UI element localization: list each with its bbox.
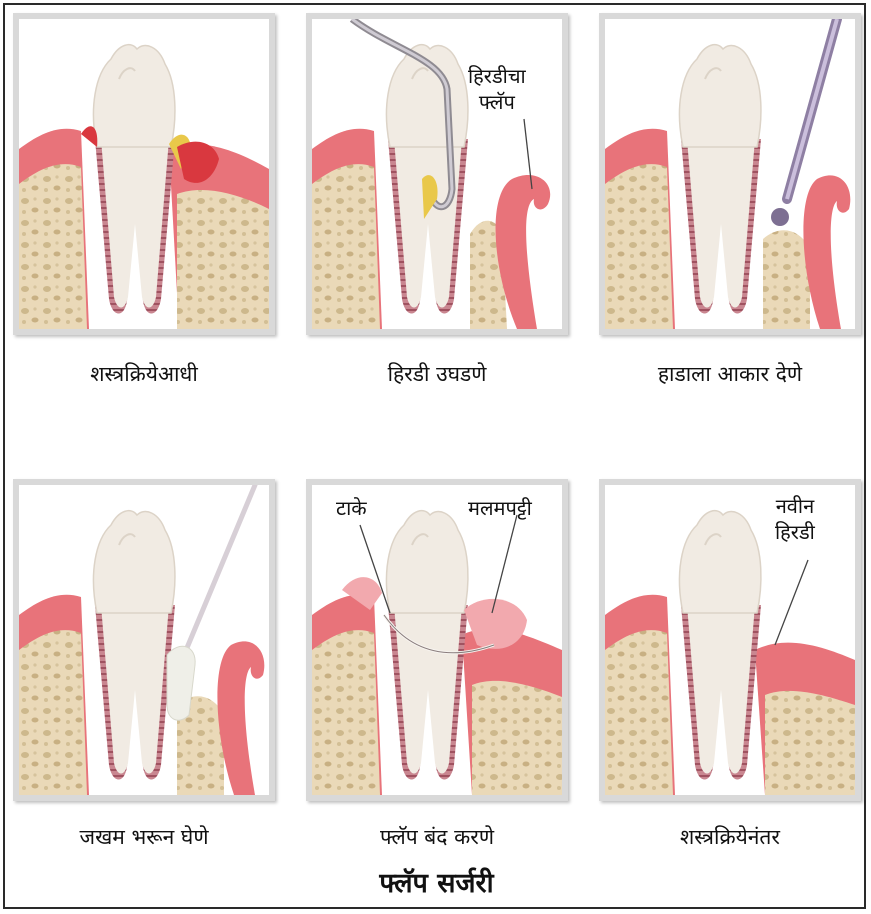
label-gum-flap: हिरडीचा फ्लॅप xyxy=(468,63,526,115)
label-gum-flap-line2: फ्लॅप xyxy=(468,89,526,115)
caption-after-surgery: शस्त्रक्रियेनंतर xyxy=(599,823,861,851)
label-new-gum-line1: नवीन xyxy=(775,493,815,519)
before-surgery-illustration xyxy=(19,19,269,329)
label-new-gum: नवीन हिरडी xyxy=(775,493,815,545)
caption-opening-gum: हिरडी उघडणे xyxy=(306,360,568,388)
caption-closing-flap: फ्लॅप बंद करणे xyxy=(306,823,568,851)
caption-wound-care: जखम भरून घेणे xyxy=(13,823,275,851)
closing-flap-illustration xyxy=(312,485,562,795)
caption-bone-shaping: हाडाला आकार देणे xyxy=(599,360,861,388)
diagram-title: फ्लॅप सर्जरी xyxy=(5,863,868,900)
label-stitches: टाके xyxy=(336,495,367,521)
wound-care-illustration xyxy=(19,485,269,795)
after-surgery-illustration xyxy=(605,485,855,795)
label-dressing: मलमपट्टी xyxy=(468,495,532,521)
diagram-page: शस्त्रक्रियेआधी हिरडीचा फ्लॅप हिरडी उघडण… xyxy=(3,3,866,909)
panel-wound-care xyxy=(13,479,275,801)
caption-before-surgery: शस्त्रक्रियेआधी xyxy=(13,360,275,388)
label-gum-flap-line1: हिरडीचा xyxy=(468,63,526,89)
bone-shaping-illustration xyxy=(605,19,855,329)
panel-after-surgery xyxy=(599,479,861,801)
panel-opening-gum xyxy=(306,13,568,335)
label-new-gum-line2: हिरडी xyxy=(775,519,815,545)
panel-before-surgery xyxy=(13,13,275,335)
panel-bone-shaping xyxy=(599,13,861,335)
panel-closing-flap xyxy=(306,479,568,801)
